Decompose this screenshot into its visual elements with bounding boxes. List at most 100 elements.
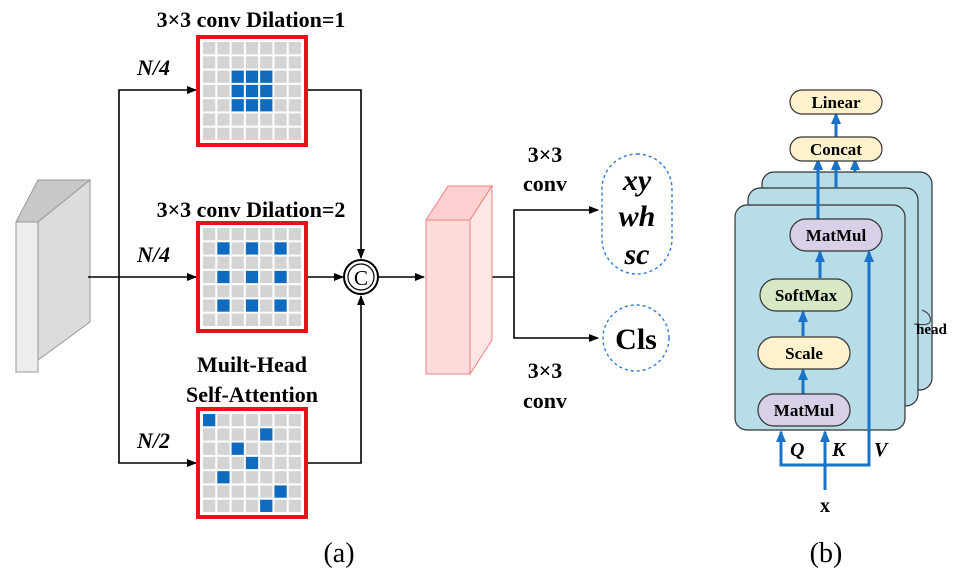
kernel-active-cell: [245, 456, 259, 470]
kernel-cell: [231, 428, 244, 441]
kernel-cell: [288, 414, 301, 427]
split-label-dilation-2: N/4: [136, 242, 170, 267]
kernel-cell: [245, 442, 259, 455]
kernel-cell: [288, 428, 301, 441]
kernel-cell: [288, 84, 301, 98]
kernel-cell: [231, 113, 244, 126]
kernel-cell: [260, 285, 273, 298]
kernel-cell: [203, 42, 216, 55]
kernel-cell: [231, 471, 244, 484]
kernel-cell: [231, 42, 244, 55]
kernel-cell: [203, 485, 216, 498]
kernel-cell: [288, 113, 301, 126]
kernel-cell: [231, 228, 244, 241]
input-feature-map: [15, 178, 92, 373]
kernel-cell: [203, 242, 216, 255]
output-xy: xy: [622, 164, 652, 197]
regression-output: xy wh sc: [601, 153, 673, 275]
kernel-cell: [288, 285, 301, 298]
kernel-cell: [231, 256, 244, 269]
kernel-active-cell: [245, 299, 259, 312]
panel-a: 3×3 conv Dilation=1 3×3 conv Dilation=2 …: [15, 7, 673, 569]
kernel-active-cell: [260, 84, 273, 98]
kernel-cell: [203, 313, 216, 326]
kernel-cell: [288, 56, 301, 69]
kernel-cell: [217, 113, 230, 126]
kernel-cell: [260, 113, 273, 126]
block-matmul-top: MatMul: [789, 218, 883, 252]
block-scale-label: Scale: [785, 344, 823, 363]
kernel-active-cell: [274, 485, 287, 498]
kernel-cell: [203, 84, 216, 98]
kernel-cell: [231, 127, 244, 140]
kernel-active-cell: [260, 499, 273, 512]
title-attention-line1: Muilt-Head: [197, 352, 307, 377]
kernel-cell: [231, 299, 244, 312]
kernel-cell: [245, 428, 259, 441]
block-softmax-label: SoftMax: [775, 286, 838, 305]
concat-symbol-label: C: [354, 266, 368, 290]
kernel-cell: [217, 499, 230, 512]
title-dilation-1: 3×3 conv Dilation=1: [157, 7, 346, 32]
kernel-cell: [203, 228, 216, 241]
kernel-cell: [203, 256, 216, 269]
kernel-active-cell: [245, 84, 259, 98]
kernel-cell: [260, 228, 273, 241]
kernel-cell: [288, 456, 301, 470]
head-brace: head: [913, 309, 948, 338]
input-q-label: Q: [790, 439, 804, 461]
kernel-cell: [274, 285, 287, 298]
upper-conv-line1: 3×3: [528, 142, 563, 167]
kernel-cell: [274, 113, 287, 126]
kernel-cell: [288, 471, 301, 484]
kernel-active-cell: [217, 471, 230, 484]
kernel-cell: [203, 56, 216, 69]
input-k-label: K: [831, 439, 847, 461]
kernel-cell: [245, 499, 259, 512]
head-label: head: [916, 322, 948, 338]
kernel-cell: [217, 285, 230, 298]
kernel-cell: [274, 414, 287, 427]
kernel-cell: [245, 127, 259, 140]
kernel-active-cell: [245, 99, 259, 112]
kernel-cell: [274, 70, 287, 83]
kernel-cell: [260, 313, 273, 326]
kernel-cell: [217, 42, 230, 55]
kernel-cell: [274, 99, 287, 112]
kernel-cell: [231, 414, 244, 427]
caption-a: (a): [323, 538, 354, 569]
block-linear-label: Linear: [811, 93, 861, 112]
upper-conv-line2: conv: [523, 171, 567, 196]
output-sc: sc: [624, 238, 650, 271]
input-connectors: [88, 86, 599, 467]
kernel-cell: [245, 113, 259, 126]
block-softmax: SoftMax: [759, 278, 853, 312]
kernel-cell: [231, 56, 244, 69]
kernel-active-cell: [217, 270, 230, 284]
kernel-cell: [288, 499, 301, 512]
block-concat: Concat: [789, 136, 883, 162]
kernel-active-cell: [231, 84, 244, 98]
block-concat-label: Concat: [810, 140, 862, 159]
kernel-cell: [217, 56, 230, 69]
kernel-dilation-1: [196, 35, 308, 147]
kernel-cell: [260, 127, 273, 140]
kernel-cell: [274, 428, 287, 441]
block-matmul-bottom: MatMul: [757, 393, 851, 427]
kernel-cell: [203, 299, 216, 312]
kernel-cell: [274, 42, 287, 55]
kernel-active-cell: [260, 70, 273, 83]
caption-b: (b): [810, 538, 843, 569]
kernel-cell: [260, 270, 273, 284]
kernel-cell: [217, 428, 230, 441]
kernel-cell: [217, 442, 230, 455]
kernel-active-cell: [260, 428, 273, 441]
kernel-cell: [274, 56, 287, 69]
kernel-cell: [274, 442, 287, 455]
kernel-cell: [288, 127, 301, 140]
kernel-active-cell: [245, 70, 259, 83]
kernel-cell: [288, 299, 301, 312]
kernel-cell: [260, 442, 273, 455]
kernel-cell: [203, 99, 216, 112]
